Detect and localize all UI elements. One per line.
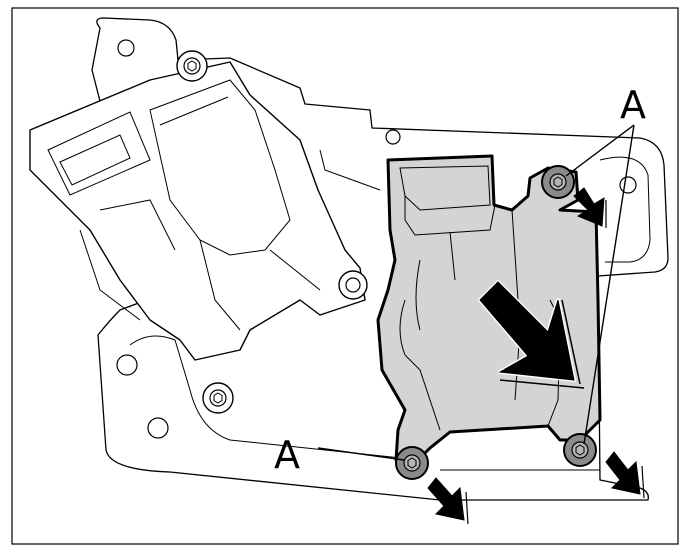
removal-arrow-icon: [605, 451, 645, 499]
bracket-hole: [619, 176, 637, 194]
bracket-hole: [116, 354, 138, 376]
large-direction-arrow-icon: [478, 280, 585, 389]
hex-screw-icon: [563, 433, 597, 467]
bracket-hole: [385, 129, 401, 145]
callout-leader-line: [317, 447, 405, 461]
callout-leader-line: [583, 124, 635, 445]
callout-leader-line: [565, 124, 635, 177]
hex-screw-icon: [541, 165, 575, 199]
removal-arrow-icon: [573, 187, 607, 228]
diagram-border: [11, 7, 679, 545]
bracket-hole: [147, 417, 169, 439]
removal-arrow-icon: [427, 477, 469, 525]
hex-screw-icon: [338, 270, 368, 300]
callout-label-bottom-left: A: [274, 433, 300, 477]
hex-screw-icon: [176, 50, 208, 82]
background-actuator-outline: [29, 61, 366, 361]
callout-label-top-right: A: [620, 83, 646, 127]
bracket-contour: [129, 149, 651, 471]
hex-screw-icon: [395, 446, 429, 480]
hex-screw-icon: [202, 382, 234, 414]
bracket-hole: [117, 39, 135, 57]
background-actuator-detail: [47, 79, 321, 331]
